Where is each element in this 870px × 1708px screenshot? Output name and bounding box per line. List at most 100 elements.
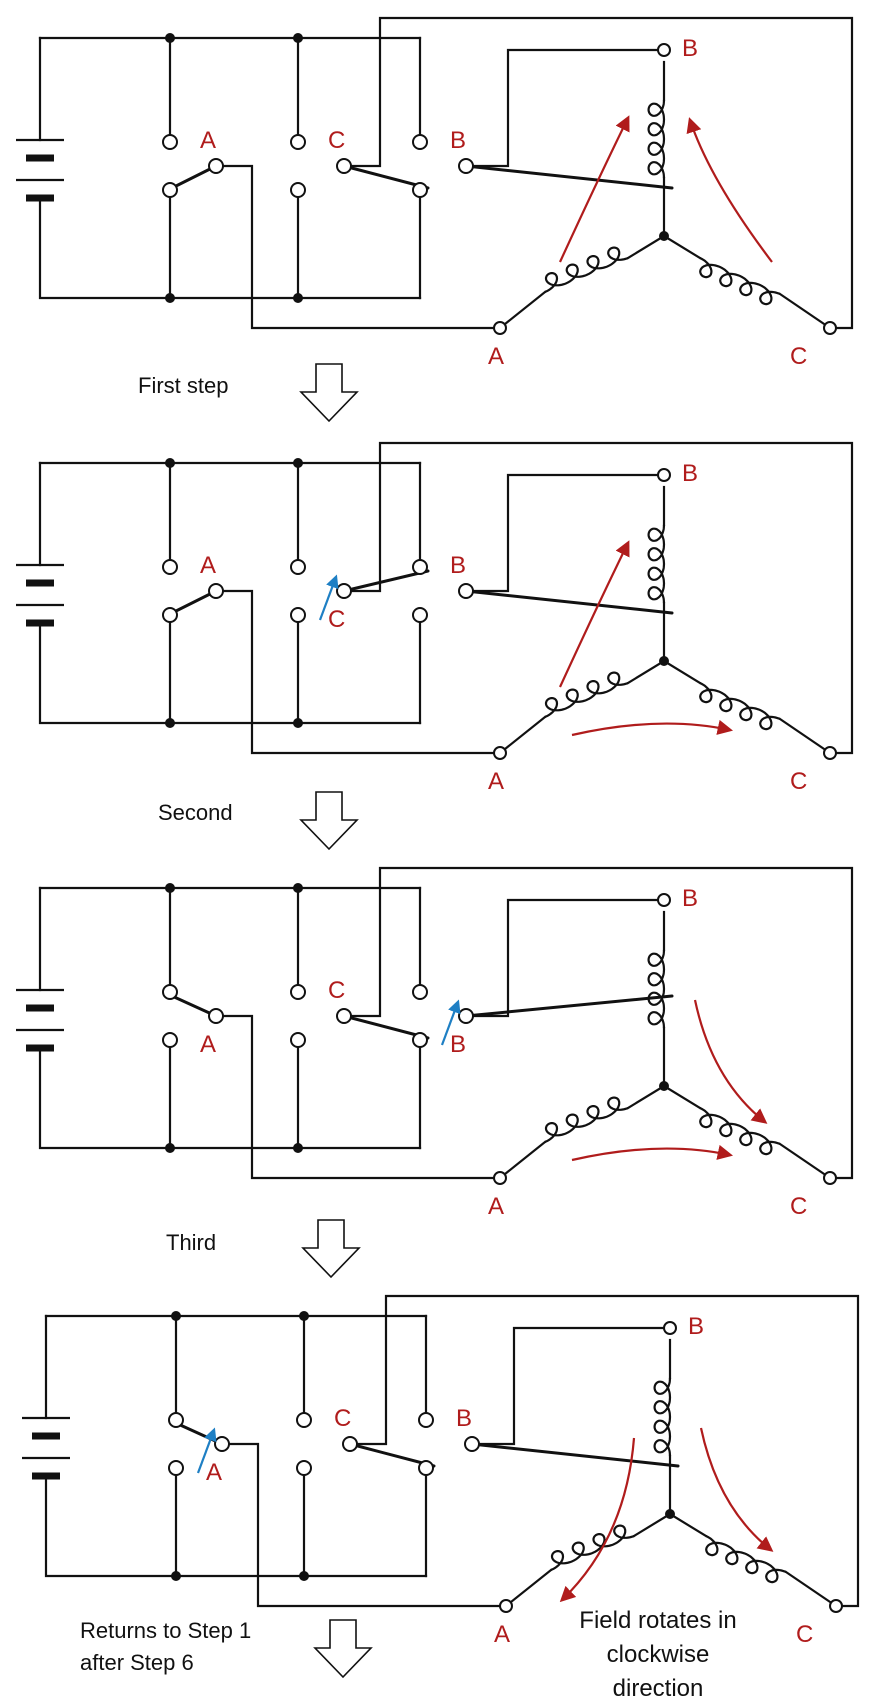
switch-a: A bbox=[162, 552, 224, 623]
switch-contact-bottom bbox=[412, 182, 428, 198]
terminal-label-a: A bbox=[488, 343, 504, 370]
wire bbox=[466, 473, 666, 593]
switch-pivot bbox=[458, 1008, 474, 1024]
motor-terminal bbox=[823, 321, 837, 335]
switch-blade bbox=[470, 1442, 680, 1468]
junction-dot bbox=[171, 1311, 181, 1321]
motor-terminal bbox=[657, 893, 671, 907]
switch-label-a: A bbox=[200, 127, 216, 154]
final-note-line1: Returns to Step 1 bbox=[80, 1618, 251, 1643]
switch-motion-arrow-icon bbox=[196, 1427, 217, 1474]
motor-terminal bbox=[823, 746, 837, 760]
battery-icon bbox=[16, 138, 64, 202]
coil-a bbox=[544, 246, 629, 293]
switch-contact-top bbox=[162, 134, 178, 150]
terminal-label-a: A bbox=[488, 768, 504, 795]
switch-label-a: A bbox=[200, 1031, 216, 1058]
coil-b bbox=[653, 1377, 672, 1457]
down-arrow-icon bbox=[313, 1619, 373, 1679]
terminal-label-b: B bbox=[688, 1313, 704, 1340]
junction-dot bbox=[165, 718, 175, 728]
wire bbox=[626, 659, 666, 685]
field-arrow-b-c bbox=[693, 999, 768, 1124]
switch-b: B bbox=[418, 1405, 680, 1476]
wire bbox=[626, 1084, 666, 1110]
switch-pivot bbox=[336, 583, 352, 599]
switch-contact-top bbox=[162, 559, 178, 575]
terminal-label-a: A bbox=[494, 1621, 510, 1648]
terminal-label-c: C bbox=[790, 343, 807, 370]
switch-contact-top bbox=[412, 134, 428, 150]
wire bbox=[38, 1048, 422, 1150]
coil-c bbox=[699, 257, 781, 306]
switch-pivot bbox=[458, 158, 474, 174]
switch-contact-top bbox=[296, 1412, 312, 1428]
motor-terminal bbox=[493, 1171, 507, 1185]
terminal-label-c: C bbox=[796, 1621, 813, 1648]
wire bbox=[504, 1568, 553, 1608]
coil-a bbox=[550, 1524, 635, 1571]
field-arrow-a-c bbox=[571, 1144, 734, 1162]
wire bbox=[44, 1476, 428, 1578]
coil-b bbox=[647, 99, 666, 179]
motor-terminal bbox=[657, 468, 671, 482]
wire bbox=[346, 1294, 860, 1608]
switch-label-b: B bbox=[450, 127, 466, 154]
terminal-label-a: A bbox=[488, 1193, 504, 1220]
battery-icon bbox=[16, 988, 64, 1052]
down-arrow-icon bbox=[301, 1219, 361, 1279]
switch-blade bbox=[348, 1442, 436, 1468]
switch-pivot bbox=[208, 1008, 224, 1024]
switch-contact-bottom bbox=[162, 607, 178, 623]
switch-blade bbox=[464, 589, 674, 615]
field-note-line2: clockwise bbox=[607, 1641, 710, 1668]
switch-c: C bbox=[296, 1405, 436, 1476]
field-note-line1: Field rotates in bbox=[579, 1607, 736, 1634]
switch-contact-bottom bbox=[296, 1460, 312, 1476]
switch-contact-bottom bbox=[290, 1032, 306, 1048]
terminal-label-b: B bbox=[682, 460, 698, 487]
coil-a bbox=[544, 1096, 629, 1143]
wire bbox=[632, 1512, 672, 1538]
switch-contact-bottom bbox=[162, 1032, 178, 1048]
switch-contact-bottom bbox=[162, 182, 178, 198]
switch-contact-top bbox=[412, 559, 428, 575]
junction-dot bbox=[165, 33, 175, 43]
coil-c bbox=[705, 1535, 787, 1584]
switch-blade bbox=[170, 994, 218, 1018]
switch-a: A bbox=[162, 127, 224, 198]
wire bbox=[472, 1326, 672, 1446]
junction-dot bbox=[299, 1311, 309, 1321]
motor-terminal bbox=[493, 746, 507, 760]
step-label-first: First step bbox=[138, 373, 228, 398]
wire bbox=[340, 866, 854, 1180]
switch-motion-arrow-icon bbox=[318, 574, 339, 621]
switch-label-a: A bbox=[200, 552, 216, 579]
switch-contact-bottom bbox=[418, 1460, 434, 1476]
wire bbox=[498, 715, 547, 755]
switch-blade bbox=[342, 1014, 430, 1040]
junction-dot bbox=[165, 1143, 175, 1153]
junction-dot bbox=[293, 293, 303, 303]
switch-blade bbox=[342, 569, 430, 593]
junction-dot bbox=[293, 718, 303, 728]
motor-terminal bbox=[493, 321, 507, 335]
wire bbox=[38, 623, 422, 725]
coil-c bbox=[699, 682, 781, 731]
wire bbox=[784, 1570, 838, 1608]
wire bbox=[212, 164, 502, 330]
wire bbox=[668, 1512, 708, 1538]
battery-icon bbox=[22, 1416, 70, 1480]
switch-contact-bottom bbox=[290, 607, 306, 623]
switch-contact-top bbox=[418, 1412, 434, 1428]
wire bbox=[466, 48, 666, 168]
switch-pivot bbox=[208, 158, 224, 174]
wire bbox=[212, 589, 502, 755]
switch-label-c: C bbox=[334, 1405, 351, 1432]
wire bbox=[38, 198, 422, 300]
switch-contact-top bbox=[290, 559, 306, 575]
field-arrow-a-c bbox=[571, 719, 734, 737]
switch-label-a: A bbox=[206, 1459, 222, 1486]
